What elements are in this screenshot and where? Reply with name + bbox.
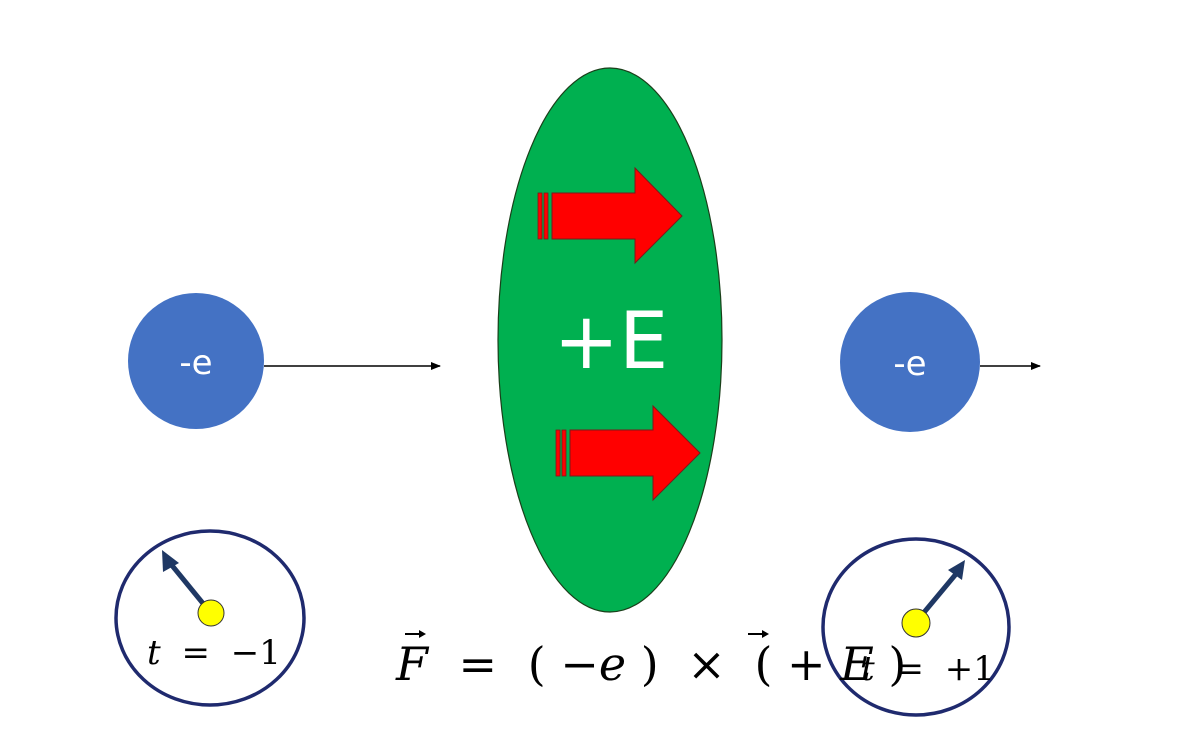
electron-before: -e (128, 293, 264, 429)
force-formula: F = ( −e ) × ( + E ) (395, 630, 906, 691)
formula-equals: = (459, 637, 498, 691)
electron-circle-icon (128, 293, 264, 429)
vector-arrow-icon-field (748, 630, 769, 638)
formula-close-paren-1: ) (641, 637, 659, 691)
formula-charge: −e (560, 637, 626, 691)
field-arrow-icon-upper (537, 166, 683, 265)
clock-after-time: t = +1 (861, 649, 995, 689)
formula-open-paren-1: ( (528, 637, 546, 691)
formula-text: F = ( −e ) × ( + E ) (395, 637, 906, 691)
field-arrow-icon-lower (555, 404, 701, 502)
electric-field-region: +E (497, 67, 723, 613)
formula-times: × (687, 637, 726, 691)
field-label: +E (554, 297, 669, 387)
clock-center-icon (197, 599, 225, 627)
clock-center-icon (901, 608, 931, 638)
clock-before-equals: = (181, 633, 210, 673)
formula-force-symbol: F (395, 637, 430, 691)
clock-before-var: t (147, 633, 161, 673)
electron-before-label: -e (179, 343, 212, 383)
formula-field-symbol: E (839, 637, 874, 691)
clock-after-value: +1 (945, 649, 995, 689)
clock-after: t = +1 (821, 537, 1011, 717)
electron-after: -e (840, 292, 980, 432)
electron-circle-icon (840, 292, 980, 432)
clock-before-time: t = −1 (147, 633, 281, 673)
clock-after-var: t (861, 649, 875, 689)
formula-plus: + (787, 637, 826, 691)
vector-arrow-icon-force (405, 630, 426, 638)
clock-before: t = −1 (114, 529, 306, 707)
clock-before-value: −1 (231, 633, 281, 673)
electron-after-label: -e (893, 344, 926, 384)
clock-after-equals: = (895, 649, 924, 689)
formula-close-paren-2: ) (888, 637, 906, 691)
formula-open-paren-2: ( (754, 637, 772, 691)
